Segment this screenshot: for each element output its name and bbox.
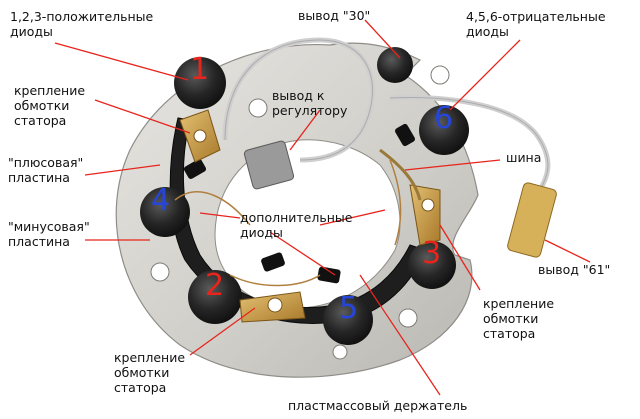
additional-diode bbox=[395, 123, 415, 147]
mount-hole bbox=[398, 308, 418, 328]
diode-number-1: 1 bbox=[190, 52, 210, 87]
label-stator-mount-right: крепление обмотки статора bbox=[483, 296, 555, 341]
diode-lead bbox=[389, 159, 402, 246]
stator-tab-top-hole bbox=[193, 129, 207, 143]
label-bus: шина bbox=[506, 150, 542, 165]
terminal-61-wire-outline bbox=[389, 97, 549, 191]
mount-hole bbox=[150, 262, 170, 282]
label-minus-plate: "минусовая" пластина bbox=[8, 219, 90, 249]
additional-diode bbox=[261, 252, 285, 272]
mount-hole bbox=[332, 344, 348, 360]
diode-lead bbox=[174, 191, 251, 226]
label-negative-diodes: 4,5,6-отрицательные диоды bbox=[466, 9, 606, 39]
label-regulator-output: вывод к регулятору bbox=[272, 88, 348, 118]
stator-tab-right bbox=[409, 184, 441, 246]
diode-cap-2 bbox=[188, 270, 242, 324]
additional-diode bbox=[317, 266, 341, 284]
label-plastic-holder: пластмассовый держатель bbox=[288, 398, 468, 413]
regulator-connector bbox=[243, 140, 295, 190]
label-positive-diodes: 1,2,3-положительные диоды bbox=[10, 9, 154, 39]
label-terminal-30: вывод "30" bbox=[298, 8, 371, 23]
diode-cap-4 bbox=[140, 187, 190, 237]
label-stator-mount-top: крепление обмотки статора bbox=[14, 83, 86, 128]
diode-cap-1 bbox=[174, 57, 226, 109]
leader-lines bbox=[54, 19, 591, 396]
label-stator-mount-bottom: крепление обмотки статора bbox=[114, 350, 186, 395]
mount-hole bbox=[430, 65, 450, 85]
diode-number-3: 3 bbox=[422, 236, 442, 271]
diode-number-6: 6 bbox=[434, 101, 454, 136]
label-additional-diodes: дополнительные диоды bbox=[240, 210, 353, 240]
label-plus-plate: "плюсовая" пластина bbox=[8, 155, 84, 185]
regulator-wire-outline bbox=[224, 39, 374, 161]
diode-cap-3 bbox=[408, 241, 456, 289]
diode-cap-5 bbox=[323, 295, 373, 345]
stator-tab-bottom-hole bbox=[267, 297, 283, 313]
terminal-30-cap bbox=[377, 47, 413, 83]
additional-diode bbox=[183, 159, 207, 179]
diode-number-5: 5 bbox=[339, 291, 359, 326]
diode-number-4: 4 bbox=[151, 183, 171, 218]
diode-lead bbox=[229, 274, 321, 287]
terminal-61-connector bbox=[507, 182, 557, 258]
stator-tab-right-hole bbox=[421, 198, 435, 212]
bus-bar bbox=[379, 148, 422, 201]
mount-hole bbox=[248, 98, 268, 118]
diode-number-2: 2 bbox=[205, 268, 225, 303]
label-terminal-61: вывод "61" bbox=[538, 262, 611, 277]
diode-cap-6 bbox=[419, 105, 469, 155]
